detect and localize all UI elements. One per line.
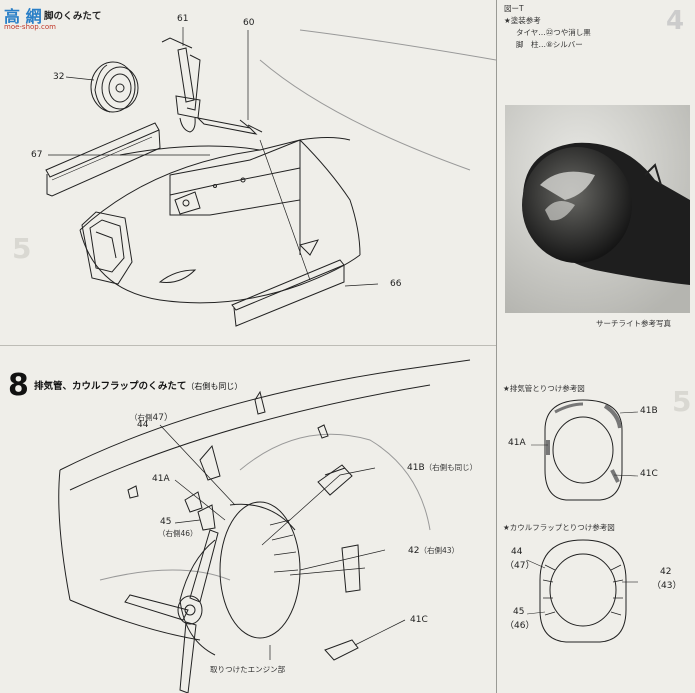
part-note-right47: （右側47）: [130, 410, 173, 423]
ref-label-47: （47）: [505, 561, 535, 571]
assembly-illustrations: [45, 27, 496, 693]
label-42: 42: [408, 546, 420, 556]
ref-label-44: 44: [511, 547, 523, 557]
bleed-through-mark: 5: [672, 385, 692, 418]
label-41b-note: （右側も同じ）: [424, 463, 478, 472]
part-label-41a: 41A: [152, 474, 170, 484]
paint-header: ★塗装参考: [504, 16, 541, 25]
step-title-note: （右側も同じ）: [186, 382, 243, 391]
bleed-through-mark: 5: [12, 232, 32, 265]
watermark-logo: 高 網: [4, 7, 42, 26]
ref-label-41c: 41C: [640, 469, 658, 479]
section-rule: [0, 345, 496, 346]
step-number: 8: [8, 368, 29, 403]
part-label-60: 60: [243, 18, 255, 28]
part-label-41c: 41C: [410, 615, 428, 625]
label-41b: 41B: [407, 463, 425, 473]
paint-tire: タイヤ…㉒つや消し黒: [516, 28, 591, 37]
part-label-41b: 41B（右側も同じ）: [407, 462, 477, 473]
ref-label-41a: 41A: [508, 438, 526, 448]
exhaust-ref-title: ★排気管とりつけ参考図: [503, 384, 585, 393]
part-label-42: 42（右側43）: [408, 545, 459, 556]
part-label-45: 45: [160, 517, 172, 527]
ref-label-43: （43）: [652, 581, 682, 591]
column-divider: [496, 0, 497, 693]
part-note-right46: （右側46）: [158, 529, 198, 538]
part-label-61: 61: [177, 14, 189, 24]
ref-label-45: 45: [513, 607, 525, 617]
label-42-note: （右側43）: [419, 546, 459, 555]
figure-label: 図ーT: [504, 4, 524, 13]
part-label-67: 67: [31, 150, 43, 160]
searchlight-reference-photo: [505, 105, 690, 313]
part-label-66: 66: [390, 279, 402, 289]
watermark-url: moe-shop.com: [4, 23, 56, 31]
ref-label-46: （46）: [505, 621, 535, 631]
part-label-32: 32: [53, 72, 65, 82]
part-label-44: 44: [137, 420, 149, 430]
ref-label-42: 42: [660, 567, 672, 577]
right47-prefix: （右側: [130, 413, 153, 422]
cowl-ref-title: ★カウルフラップとりつけ参考図: [503, 523, 615, 532]
step7-title-fragment: 脚のくみたて: [44, 11, 102, 22]
paint-strut: 脚 柱…⑧シルバー: [516, 40, 583, 49]
side-number: 4: [666, 6, 685, 36]
ref-label-41b: 41B: [640, 406, 658, 416]
engine-caption: 取りつけたエンジン部: [210, 665, 286, 674]
step-title-text: 排気管、カウルフラップのくみたて: [34, 381, 187, 392]
photo-drawing: [505, 105, 690, 313]
step-title: 排気管、カウルフラップのくみたて（右側も同じ）: [34, 378, 242, 392]
photo-caption: サーチライト参考写真: [596, 319, 671, 328]
right47-number: 47）: [152, 413, 173, 423]
